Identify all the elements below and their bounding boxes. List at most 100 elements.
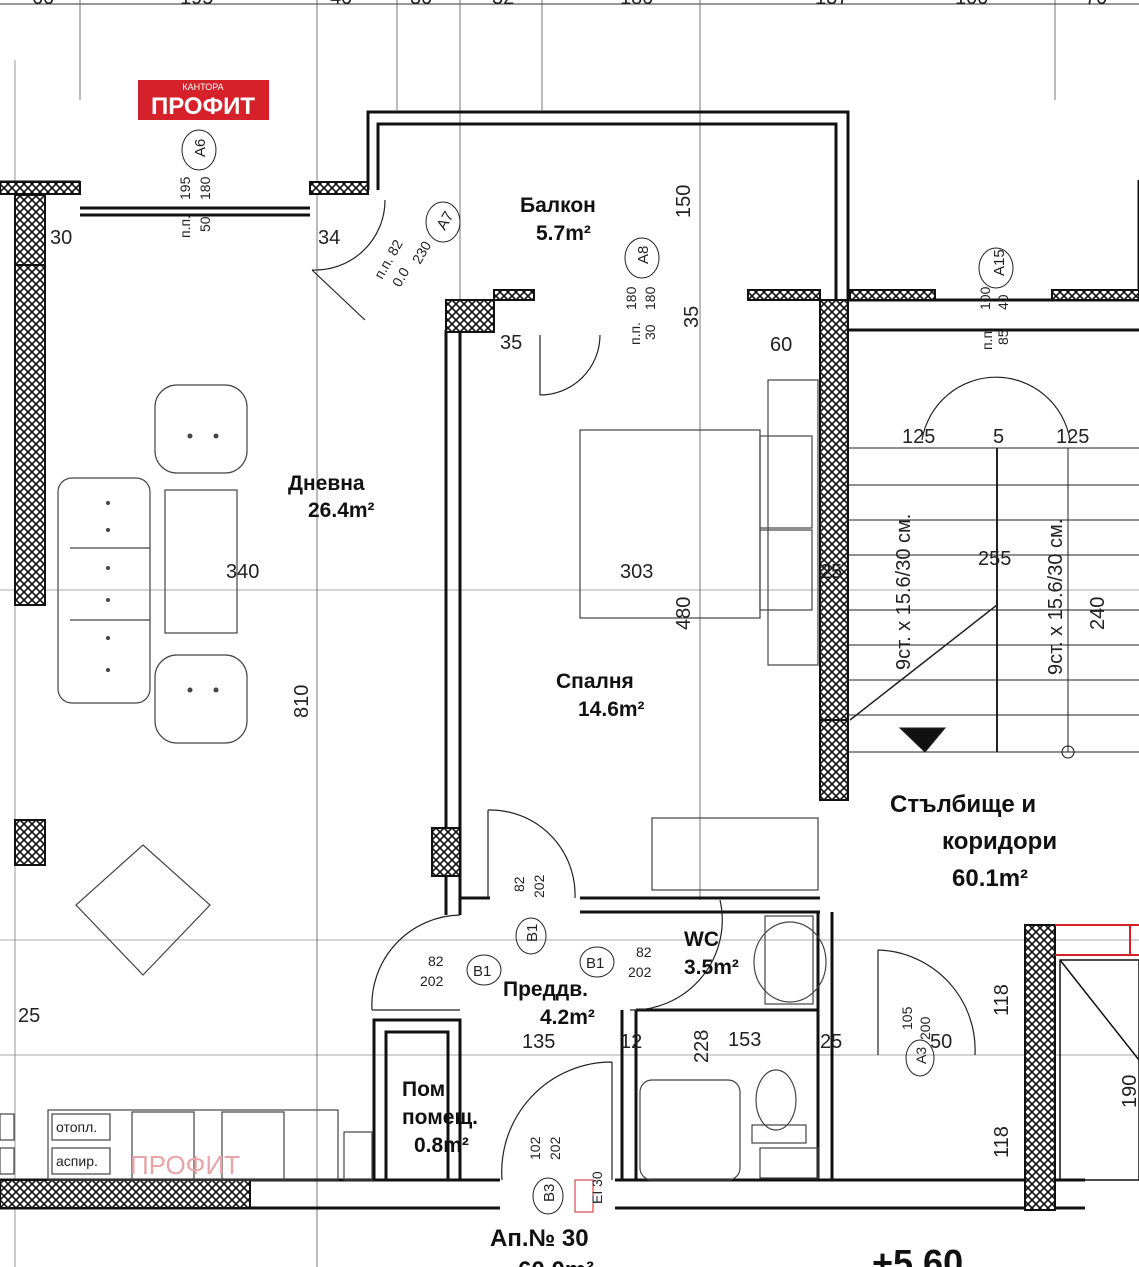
- room-labels: Дневна 26.4m² Балкон 5.7m² Спалня 14.6m²…: [288, 194, 1057, 1267]
- window-a15-v2: 85: [995, 329, 1011, 345]
- window-a8-tag: A8: [635, 246, 652, 264]
- storage-name-2: помещ.: [402, 1106, 478, 1129]
- dim-top-6: 180: [620, 0, 653, 9]
- dim-135: 135: [522, 1031, 555, 1053]
- dim-153: 153: [728, 1029, 761, 1051]
- logo-small: КАНТОРА: [182, 82, 223, 92]
- dim-12: 12: [620, 1031, 642, 1053]
- dim-top-1: 60: [32, 0, 54, 9]
- dim-190: 190: [1119, 1075, 1139, 1108]
- dim-118a: 118: [991, 984, 1013, 1016]
- window-a15-pp: п.п.: [979, 327, 995, 350]
- dim-top-8: 100: [955, 0, 988, 9]
- dim-50: 50: [930, 1031, 952, 1053]
- dim-125b: 125: [1056, 426, 1089, 448]
- window-a15-tag: A15: [991, 249, 1008, 276]
- window-a15-v1: 100: [977, 286, 993, 310]
- door-b1a-w: 82: [511, 876, 527, 892]
- window-a6-v3: 180: [197, 176, 213, 200]
- window-tags: A6 п.п. 195 50 180 A7 п.п. 82 0.0 230 A8…: [177, 129, 1014, 1077]
- living-area: 26.4m²: [308, 499, 375, 522]
- dim-5: 5: [993, 426, 1004, 448]
- top-dimension-strip: 60 195 40 30 32 180 137 100 70: [0, 0, 1139, 9]
- window-a6-v2: 50: [197, 216, 213, 232]
- dim-25b: 25: [820, 561, 842, 583]
- bedroom-name: Спалня: [556, 670, 634, 693]
- storage-area: 0.8m²: [414, 1134, 469, 1157]
- door-b1c-tag: B1: [586, 955, 604, 972]
- walls: [0, 110, 1139, 1210]
- dim-top-5: 32: [492, 0, 514, 9]
- dim-150: 150: [673, 185, 695, 218]
- dim-228: 228: [691, 1030, 713, 1063]
- door-b3-w: 102: [527, 1136, 543, 1160]
- stairs-name-2: коридори: [942, 828, 1057, 855]
- furniture: [0, 379, 827, 1181]
- hatched-walls: [0, 181, 1139, 1211]
- window-a3-v2: 200: [917, 1016, 933, 1040]
- window-a6-pp: п.п.: [177, 215, 193, 238]
- window-a15-v3: 40: [995, 294, 1011, 310]
- window-a7-tag: A7: [433, 209, 457, 233]
- dim-35a: 35: [500, 332, 522, 354]
- dim-25a: 25: [18, 1005, 40, 1027]
- door-b3-fire: EI 30: [589, 1171, 605, 1204]
- door-b1a-h: 202: [531, 874, 547, 898]
- door-b1b-h: 202: [420, 973, 444, 989]
- door-b1b-w: 82: [428, 953, 444, 969]
- stairs-name-1: Стълбище и: [890, 791, 1036, 818]
- balcony-name: Балкон: [520, 194, 596, 217]
- window-a3-v1: 105: [899, 1006, 915, 1030]
- stair-treads: [848, 447, 1139, 759]
- storage-name-1: Пом.: [402, 1078, 451, 1101]
- hall-name: Преддв.: [503, 978, 588, 1001]
- logo-background: [138, 80, 269, 120]
- dim-340: 340: [226, 561, 259, 583]
- window-a7-v3: 230: [409, 238, 435, 266]
- dim-480: 480: [673, 597, 695, 630]
- stairs-area: 60.1m²: [952, 865, 1028, 892]
- window-a6-tag: A6: [192, 139, 209, 157]
- stair-note-1: 9ст. x 15.6/30 см.: [893, 514, 915, 670]
- kitchen-label-1: отопл.: [56, 1119, 97, 1135]
- dim-240: 240: [1087, 597, 1109, 630]
- dimensions: 30 34 35 35 60 150 340 303 480 810 25 12…: [18, 185, 1139, 1158]
- dim-top-7: 137: [815, 0, 848, 9]
- dim-top-3: 40: [330, 0, 352, 9]
- door-tags: B1 82 202 B1 82 202 B1 82 202 B3 102 202…: [420, 874, 652, 1215]
- dim-top-9: 70: [1085, 0, 1107, 9]
- logo: КАНТОРА ПРОФИТ: [138, 80, 269, 120]
- stair-note-2: 9ст. x 15.6/30 см.: [1045, 519, 1067, 675]
- window-a3-tag: A3: [913, 1047, 929, 1064]
- right-elevator: [1059, 959, 1139, 1181]
- wc-name: WC: [684, 928, 719, 951]
- dim-303: 303: [620, 561, 653, 583]
- dim-30: 30: [50, 227, 72, 249]
- living-name: Дневна: [288, 472, 365, 495]
- kitchen-label-2: аспир.: [56, 1153, 98, 1169]
- dim-35b: 35: [681, 306, 703, 328]
- window-a8-v2: 30: [642, 324, 658, 340]
- door-b1a-tag: B1: [524, 924, 541, 942]
- door-b1c-w: 82: [636, 944, 652, 960]
- window-a7-v2: 0.0: [389, 264, 413, 289]
- dim-125a: 125: [902, 426, 935, 448]
- level-mark: +5.60: [872, 1242, 963, 1267]
- dim-top-2: 195: [180, 0, 213, 9]
- red-markers: [1055, 924, 1139, 956]
- dim-255: 255: [978, 548, 1011, 570]
- balcony-area: 5.7m²: [536, 222, 591, 245]
- dim-34: 34: [318, 227, 340, 249]
- window-a8-pp: п.п.: [627, 322, 643, 345]
- door-swings: [311, 199, 1071, 1181]
- hall-area: 4.2m²: [540, 1006, 595, 1029]
- door-b3-tag: B3: [541, 1184, 558, 1202]
- apartment-number: Ап.№ 30: [490, 1225, 589, 1252]
- dim-810: 810: [291, 685, 313, 718]
- door-b3-h: 202: [547, 1136, 563, 1160]
- bedroom-area: 14.6m²: [578, 698, 645, 721]
- apartment-area: 60.0m²: [518, 1257, 594, 1267]
- door-b1c-h: 202: [628, 964, 652, 980]
- furniture-dots: [106, 433, 219, 693]
